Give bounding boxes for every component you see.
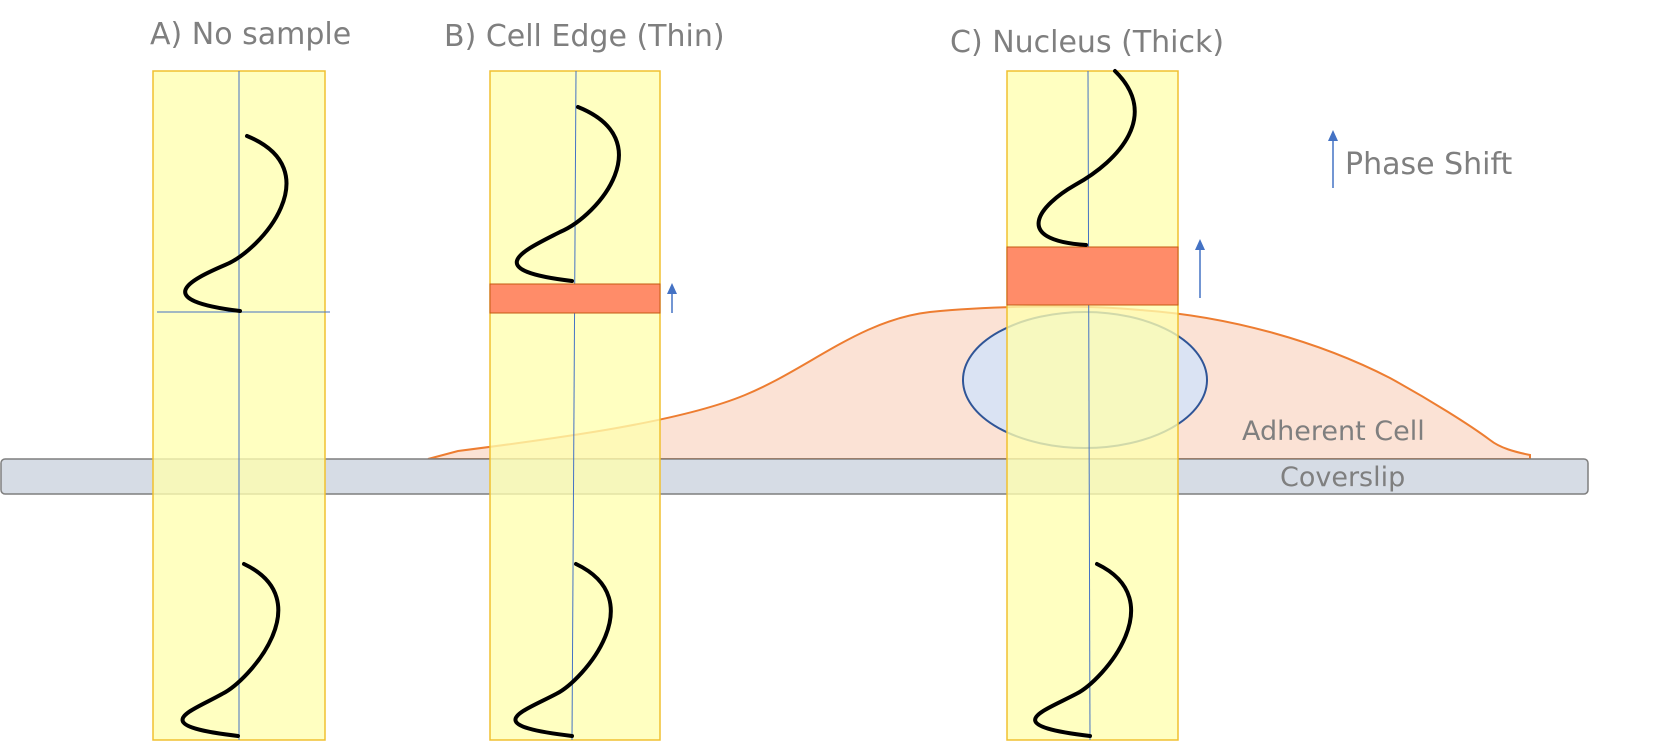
beam-b-wave-lower bbox=[513, 562, 613, 738]
beam-b-phase-block bbox=[489, 283, 661, 314]
beam-a-wave-lower bbox=[180, 562, 281, 738]
beam-b-wave-upper bbox=[514, 105, 621, 283]
panel-a-title: A) No sample bbox=[150, 17, 351, 52]
beam-c bbox=[1006, 69, 1205, 741]
beam-b-arrowhead bbox=[667, 283, 677, 294]
beam-c-arrowhead bbox=[1195, 239, 1205, 250]
beam-c-phase-arrow bbox=[1195, 239, 1205, 298]
beam-c-wave-lower bbox=[1033, 562, 1134, 738]
beam-b-axis bbox=[571, 70, 577, 741]
panel-c-title: C) Nucleus (Thick) bbox=[950, 25, 1224, 60]
coverslip bbox=[0, 458, 1589, 495]
adherent-cell-label: Adherent Cell bbox=[1242, 416, 1425, 447]
legend-label: Phase Shift bbox=[1345, 147, 1513, 182]
beam-c-wave-upper bbox=[1036, 69, 1137, 247]
beam-c-phase-block bbox=[1006, 246, 1179, 306]
coverslip-label: Coverslip bbox=[1280, 462, 1405, 493]
beam-b bbox=[489, 70, 677, 741]
beam-a bbox=[152, 70, 330, 741]
beam-c-axis bbox=[1087, 70, 1091, 741]
beam-c-column bbox=[1006, 70, 1179, 741]
legend-phase-shift: Phase Shift bbox=[1328, 130, 1513, 188]
beam-a-wave-upper bbox=[183, 134, 289, 313]
panel-b-title: B) Cell Edge (Thin) bbox=[444, 19, 725, 54]
beam-b-phase-arrow bbox=[667, 283, 677, 313]
legend-arrow-icon bbox=[1328, 130, 1338, 141]
